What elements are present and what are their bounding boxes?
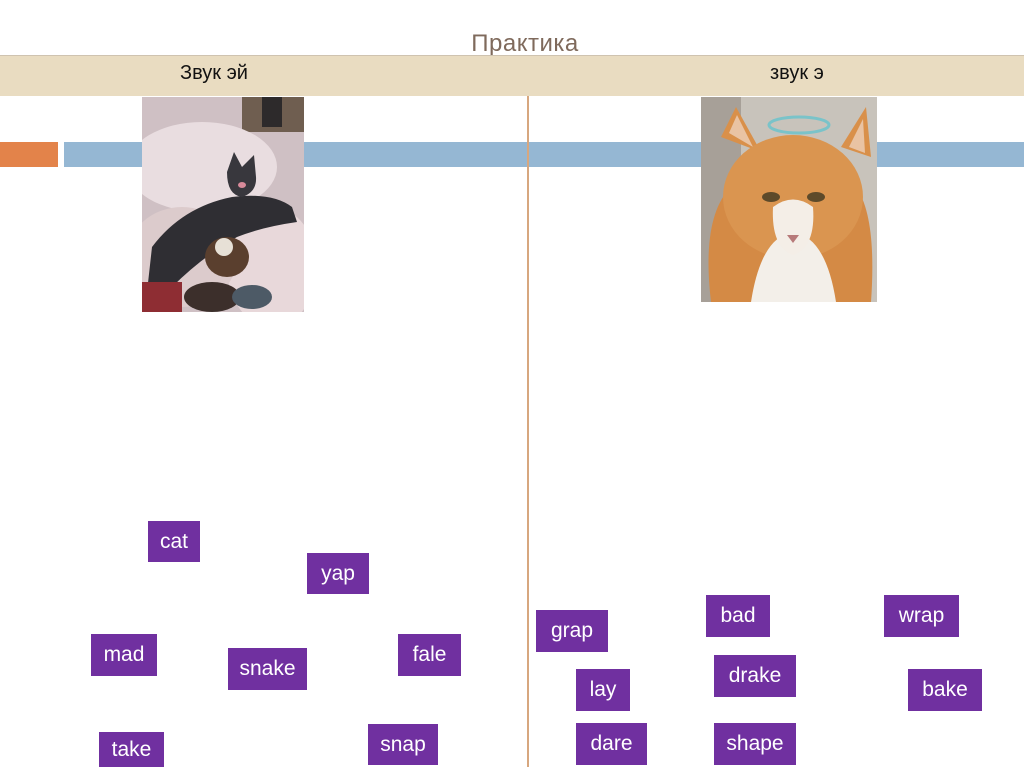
word-card-cat[interactable]: cat [148, 521, 200, 562]
word-card-yap[interactable]: yap [307, 553, 369, 594]
column-header-bar [0, 56, 1024, 96]
gray-cat-photo-icon [142, 97, 304, 312]
left-column-heading: Звук эй [180, 62, 248, 84]
gray-cat-photo [142, 97, 304, 312]
slide-title: Практика [471, 30, 579, 57]
word-card-lay[interactable]: lay [576, 669, 630, 711]
word-card-bake[interactable]: bake [908, 669, 982, 711]
top-rule [0, 55, 1024, 56]
right-column-heading: звук э [770, 62, 824, 84]
word-card-wrap[interactable]: wrap [884, 595, 959, 637]
column-divider [527, 96, 529, 767]
word-card-drake[interactable]: drake [714, 655, 796, 697]
accent-orange-bar [0, 142, 58, 167]
word-card-mad[interactable]: mad [91, 634, 157, 676]
word-card-shape[interactable]: shape [714, 723, 796, 765]
orange-cat-photo [701, 97, 877, 302]
word-card-dare[interactable]: dare [576, 723, 647, 765]
word-card-fale[interactable]: fale [398, 634, 461, 676]
word-card-grap[interactable]: grap [536, 610, 608, 652]
word-card-take[interactable]: take [99, 732, 164, 767]
orange-cat-photo-icon [701, 97, 877, 302]
word-card-bad[interactable]: bad [706, 595, 770, 637]
word-card-snap[interactable]: snap [368, 724, 438, 765]
word-card-snake[interactable]: snake [228, 648, 307, 690]
